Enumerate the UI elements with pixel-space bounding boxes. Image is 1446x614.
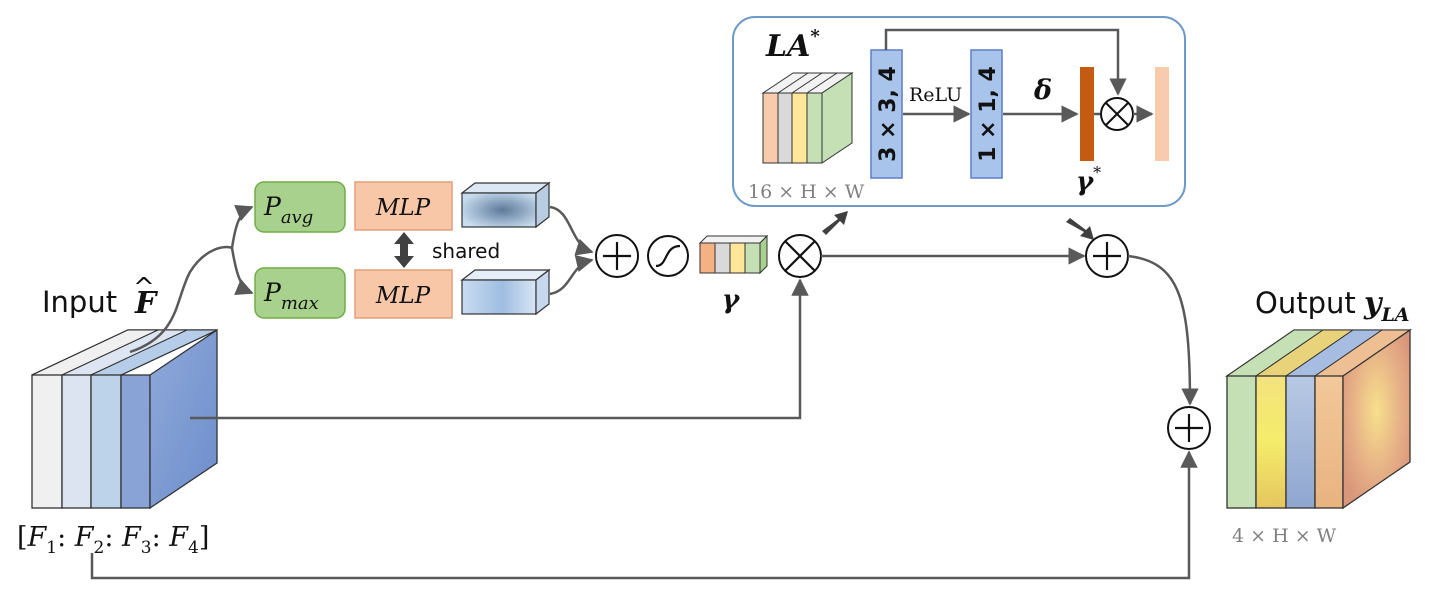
sum-node-2 (1085, 234, 1129, 278)
pool-avg-arrow (230, 204, 254, 249)
residual-arrow (90, 450, 1198, 580)
input-to-multiply-arrow (190, 278, 809, 420)
pool-max-label: Pmax (263, 278, 319, 314)
conv3x3-label: 3 × 3, 4 (876, 66, 901, 162)
max-to-sum-arrow (549, 254, 594, 296)
la-dims-label: 16 × H × W (748, 181, 865, 203)
conv1x1-bar (970, 49, 1003, 179)
gamma-label: γ (722, 285, 741, 315)
gamma-vector (698, 234, 769, 275)
la-input-cube (761, 72, 854, 164)
mlp-box-top (354, 181, 453, 231)
avg-to-sum-arrow (549, 205, 594, 256)
gamma-star-bar (1080, 67, 1094, 161)
conv1x1-label: 1 × 1, 4 (976, 66, 1001, 162)
input-symbol: F (134, 286, 159, 321)
gamma-star-label: γ* (1076, 163, 1101, 197)
conv3x3-bar (870, 49, 903, 179)
pool-avg-box (254, 181, 346, 233)
input-to-pool-arrow (129, 245, 233, 354)
sum-node-3 (1167, 406, 1211, 450)
output-symbol: yLA (1363, 286, 1410, 326)
sum2-to-sum3-arrow (1127, 254, 1199, 406)
multiply-node-2 (1100, 97, 1134, 131)
mlp-label-bottom: MLP (375, 283, 431, 309)
input-channels-label: [F1: F2: F3: F4] (17, 522, 209, 558)
avg-feature-cube (460, 181, 551, 229)
pool-max-arrow (230, 247, 254, 296)
shared-label: shared (432, 239, 500, 263)
output-dims-label: 4 × H × W (1232, 525, 1337, 547)
relu-label: ReLU (909, 84, 962, 106)
output-tensor (1224, 328, 1413, 510)
output-label: Output (1255, 286, 1356, 320)
to-la-block-arrow (822, 211, 848, 235)
la-skip-arrow (884, 28, 1127, 96)
max-feature-cube (460, 268, 551, 316)
input-label: Input (42, 285, 117, 319)
la-output-bar (1155, 67, 1169, 161)
input-tensor (31, 328, 218, 510)
multiply-node-1 (778, 234, 822, 278)
from-la-block-arrow (1066, 218, 1094, 240)
mlp-label-top: MLP (375, 195, 431, 221)
input-symbol-hat: ^ (133, 273, 155, 303)
pool-max-box (254, 267, 346, 319)
shared-double-arrow (394, 232, 414, 268)
la-block-title: LA* (765, 26, 820, 64)
pool-avg-label: Pavg (263, 192, 313, 228)
sigmoid-icon (647, 235, 689, 277)
mlp-box-bottom (354, 269, 453, 319)
sum-node-1 (595, 234, 639, 278)
delta-label: δ (1033, 75, 1052, 106)
